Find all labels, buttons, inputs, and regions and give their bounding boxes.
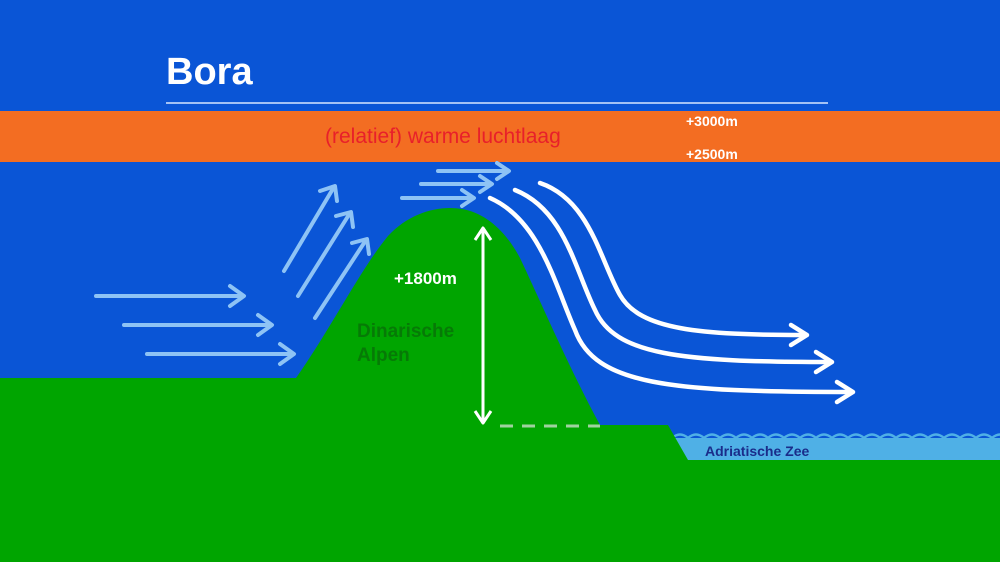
rising-wind-arrow: [296, 210, 355, 298]
crest-wind-arrow: [419, 174, 494, 194]
cold-wind-arrow: [145, 342, 296, 366]
height-arrow-down: [473, 410, 493, 425]
crest-wind-arrow: [436, 161, 511, 181]
mountain-name-line2: Alpen: [357, 345, 410, 366]
crest-wind-arrow: [400, 188, 476, 208]
height-arrow-up: [473, 226, 493, 241]
cold-air-flow: [94, 161, 511, 366]
height-label: +1800m: [394, 269, 457, 288]
height-marker: [473, 226, 600, 428]
bora-wind-arrow: [512, 187, 835, 375]
warm-air-layer: [0, 111, 1000, 162]
sea-label: Adriatische Zee: [705, 443, 809, 459]
bora-wind-arrow: [487, 195, 856, 405]
altitude-3000-label: +3000m: [686, 113, 738, 129]
warm-layer-label: (relatief) warme luchtlaag: [325, 125, 561, 148]
altitude-2500-label: +2500m: [686, 146, 738, 162]
bora-downslope-flow: [487, 180, 856, 405]
adriatic-sea: [672, 438, 1000, 460]
mountain-name-line1: Dinarische: [357, 321, 454, 342]
rising-wind-arrow: [313, 237, 371, 320]
cold-wind-arrow: [122, 313, 274, 337]
sea-waves: [671, 433, 1000, 440]
cold-wind-arrow: [94, 284, 246, 308]
diagram-title: Bora: [166, 51, 253, 93]
bora-wind-arrow: [537, 180, 810, 348]
land-and-mountain: [0, 207, 1000, 562]
rising-wind-arrow: [282, 184, 339, 273]
